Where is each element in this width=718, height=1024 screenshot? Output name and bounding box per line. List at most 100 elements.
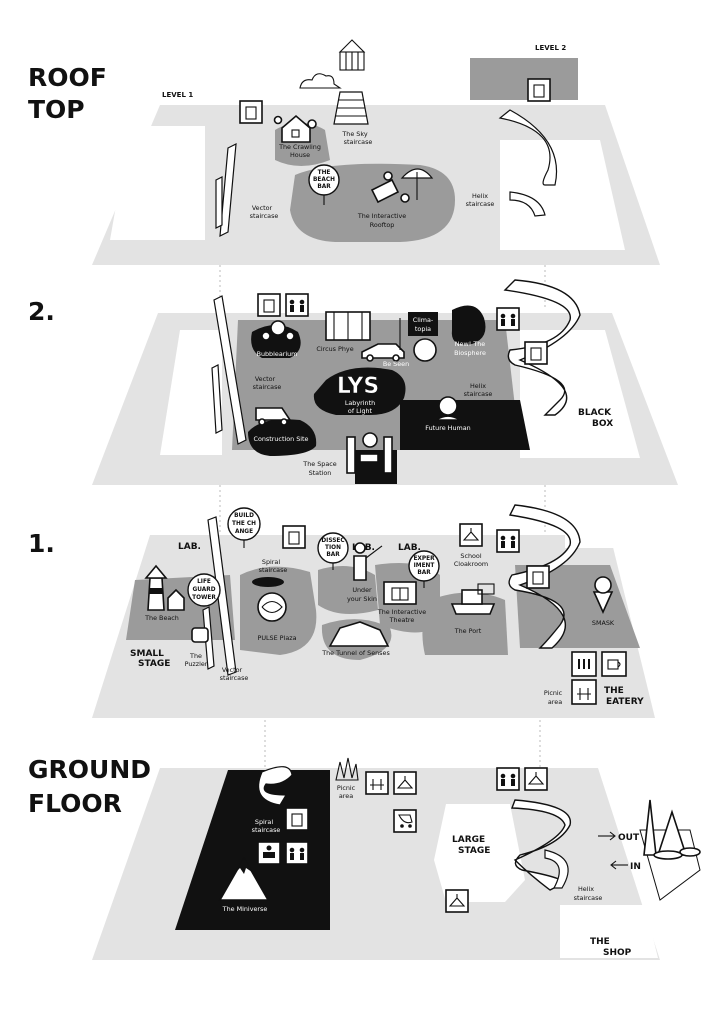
pergola-icon — [338, 39, 366, 71]
the-shop-label-1: THE — [590, 937, 610, 947]
roof-helix-staircase-label-1: Helix — [472, 192, 488, 200]
the-shop-label-2: SHOP — [603, 948, 632, 958]
level-2-floor: Bubblearium Circus Phye Be Seen Clima- t… — [92, 279, 678, 485]
cloud-icon — [299, 73, 342, 89]
the-puzzler-label-1: The — [189, 652, 202, 660]
sky-staircase-label-2: staircase — [344, 138, 373, 146]
roof-helix-staircase-label-2: staircase — [466, 200, 495, 208]
spiral-staircase-opening — [252, 577, 284, 587]
heading-floor: FLOOR — [28, 789, 122, 818]
svg-text:ANGE: ANGE — [235, 529, 253, 535]
be-seen-icon — [361, 343, 405, 362]
heading-roof: ROOF — [28, 63, 107, 92]
restaurant-icon — [571, 651, 597, 677]
elevator-icon — [239, 100, 263, 124]
tunnel-of-senses-label: The Tunnel of Senses — [321, 649, 390, 657]
cloakroom-icon — [393, 771, 417, 795]
svg-text:GUARD: GUARD — [192, 587, 215, 593]
rooftop-activity-icon — [370, 168, 434, 204]
biosphere-label-2: Biosphere — [454, 349, 486, 357]
ground-spiral-staircase-label-1: Spiral — [255, 818, 273, 826]
level2-cutout-left — [160, 330, 222, 455]
roof-cutout-right — [500, 140, 625, 250]
level1-vector-staircase-label-2: staircase — [220, 674, 249, 682]
svg-text:BUILD: BUILD — [234, 513, 254, 519]
restroom-icon — [496, 767, 520, 791]
circus-phye-icon — [325, 311, 371, 341]
restroom-icon — [496, 307, 520, 331]
interactive-theatre-label-2: Theatre — [389, 616, 415, 624]
crawling-house-label-1: The Crawling — [278, 143, 321, 151]
svg-text:LIFE: LIFE — [197, 579, 211, 585]
port-icon — [450, 583, 496, 615]
svg-text:TION: TION — [325, 545, 341, 551]
svg-text:THE CH: THE CH — [232, 521, 256, 527]
puzzler-icon — [191, 627, 209, 643]
entrance-sculpture — [639, 799, 701, 901]
level1-spiral-staircase-label-2: staircase — [259, 566, 288, 574]
climatopia-label-2: topia — [415, 325, 431, 333]
helix-staircase-level1 — [508, 504, 581, 649]
spiral-staircase-ground — [258, 766, 293, 806]
bubblearium-label: Bubblearium — [257, 350, 298, 358]
large-stage-area — [434, 804, 525, 902]
labyrinth-label-2: of Light — [348, 407, 373, 415]
labyrinth-label-1: Labyrinth — [345, 399, 375, 407]
elevator-icon — [257, 293, 281, 317]
dissection-bar-sign: DISSEC TION BAR — [317, 532, 349, 570]
small-stage-label-2: STAGE — [138, 659, 170, 669]
grass-icon — [335, 757, 359, 781]
ground-picnic-area-label-2: area — [339, 792, 353, 800]
lighthouse-icon — [144, 564, 168, 611]
lab-label-3: LAB. — [398, 543, 421, 553]
restroom-icon — [496, 529, 520, 553]
future-human-label: Future Human — [425, 424, 470, 432]
space-station-label-1: The Space — [302, 460, 336, 468]
biosphere-label-1: New! The — [455, 340, 485, 348]
anatomy-figure-icon — [353, 542, 383, 581]
restroom-icon — [285, 293, 309, 317]
crawling-house-icon — [273, 114, 317, 143]
in-label: IN — [630, 862, 641, 872]
helix-staircase-ground — [511, 799, 572, 891]
construction-site-zone — [248, 419, 317, 456]
exit-arrow-icon — [598, 831, 616, 841]
the-miniverse-label: The Miniverse — [222, 905, 268, 913]
interactive-rooftop-label-1: The Interactive — [357, 212, 406, 220]
baby-change-icon — [257, 841, 281, 865]
svg-text:THE: THE — [318, 170, 331, 176]
bubblearium-icon — [261, 320, 295, 341]
experiment-bar-sign: EXPER IMENT BAR — [408, 550, 440, 588]
helix-staircase-roof — [498, 109, 558, 217]
heading-level-1: 1. — [28, 529, 55, 558]
picnic-icon — [571, 679, 597, 705]
entrance-arrow-icon — [610, 860, 628, 870]
roof-level2-block — [470, 58, 578, 100]
future-human-zone — [400, 400, 530, 450]
crawling-house-label-2: House — [290, 151, 310, 159]
level1-vector-staircase-label-1: Vector — [222, 666, 243, 674]
large-stage-label-1: LARGE — [452, 835, 485, 845]
be-seen-label: Be Seen — [383, 360, 409, 368]
lifeguard-tower-sign: LIFE GUARD TOWER — [187, 573, 221, 607]
small-stage-label-1: SMALL — [130, 649, 164, 659]
future-human-icon — [433, 396, 463, 421]
climatopia-label-1: Clima- — [413, 316, 433, 324]
shop-area — [560, 905, 658, 958]
out-label: OUT — [618, 833, 640, 843]
cloakroom-icon — [459, 523, 483, 547]
black-box-label-1: BLACK — [578, 408, 612, 418]
vector-staircase-level2 — [211, 295, 247, 445]
labyrinth-zone — [313, 367, 406, 415]
mountain-icon — [218, 856, 270, 901]
construction-site-label: Construction Site — [254, 435, 309, 443]
svg-text:DISSEC: DISSEC — [321, 538, 344, 544]
cloakroom-icon — [445, 889, 469, 913]
ground-floor: Spiral staircase The Miniverse Picnic ar… — [92, 757, 701, 960]
svg-text:TOWER: TOWER — [192, 595, 216, 601]
large-stage-label-2: STAGE — [458, 846, 490, 856]
vector-staircase-roof — [215, 142, 237, 238]
level1-picnic-area-label-1: Picnic — [544, 689, 563, 697]
beach-hut-icon — [167, 588, 185, 611]
school-cloakroom-label-2: Cloakroom — [454, 560, 488, 568]
